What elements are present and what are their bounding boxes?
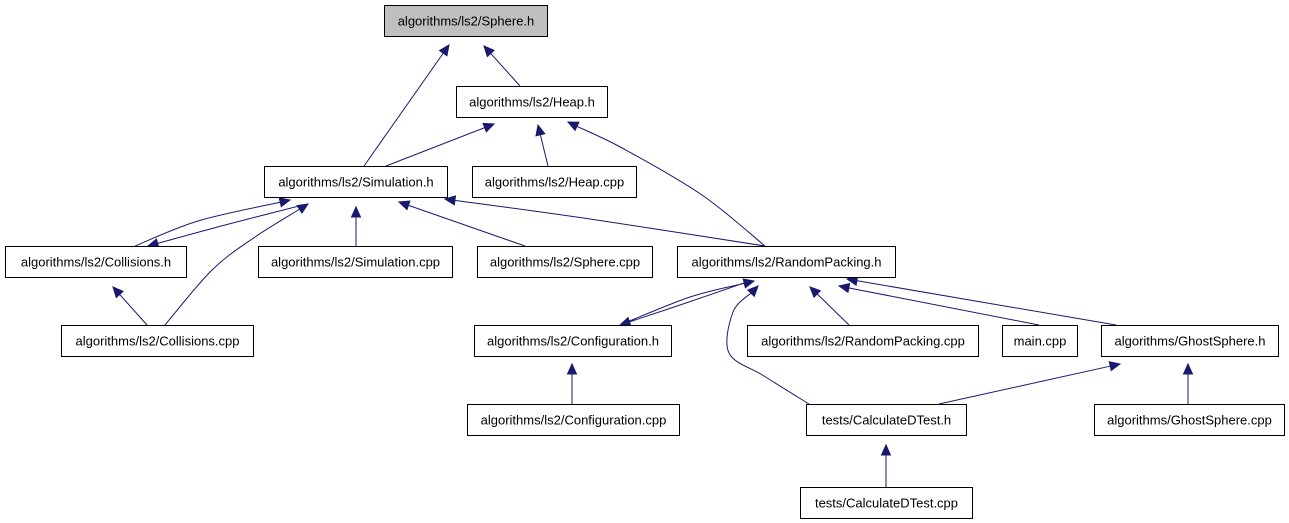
arrowhead-main_cpp-to-randompacking_h	[837, 282, 851, 294]
edge-ghostsphere_h-to-randompacking_h	[855, 280, 1117, 326]
node-calculatedtest-cpp[interactable]: tests/CalculateDTest.cpp	[800, 487, 973, 519]
node-label: algorithms/ls2/Configuration.cpp	[481, 413, 667, 428]
arrowhead-simulation_h-to-heap_h	[482, 122, 496, 133]
arrowhead-collisions_cpp-to-collisions_h	[112, 286, 124, 299]
node-box	[456, 86, 608, 118]
edge-sphere_cpp-to-simulation_h	[407, 204, 526, 247]
node-sphere-h: algorithms/ls2/Sphere.h	[384, 5, 548, 37]
node-label: algorithms/ls2/Simulation.cpp	[271, 255, 440, 270]
edge-randompacking_h-to-simulation_h	[453, 199, 766, 247]
arrowhead-randompacking_h-to-heap_h	[566, 121, 580, 132]
node-main-cpp[interactable]: main.cpp	[1002, 325, 1078, 357]
node-label: tests/CalculateDTest.cpp	[815, 496, 958, 511]
node-configuration-cpp[interactable]: algorithms/ls2/Configuration.cpp	[467, 404, 680, 436]
node-sphere-cpp[interactable]: algorithms/ls2/Sphere.cpp	[477, 246, 653, 278]
node-box	[800, 487, 973, 519]
node-label: algorithms/ls2/RandomPacking.h	[691, 255, 881, 270]
node-box	[384, 5, 548, 37]
node-label: main.cpp	[1014, 334, 1067, 349]
arrowhead-randompacking_h-to-simulation_h	[443, 195, 457, 206]
edges-layer	[112, 44, 1194, 487]
node-box	[474, 325, 672, 357]
node-label: algorithms/ls2/Collisions.h	[21, 255, 171, 270]
node-box	[472, 166, 637, 198]
edge-heap_cpp-to-heap_h	[539, 133, 549, 167]
arrowhead-ghostsphere_cpp-to-ghostsphere_h	[1182, 362, 1194, 375]
arrowhead-calculatedtest_h-to-randompacking_h	[746, 285, 759, 298]
node-label: algorithms/ls2/Heap.cpp	[485, 175, 624, 190]
node-box	[1101, 325, 1279, 357]
node-box	[258, 246, 453, 278]
edge-heap_h-to-sphere_h	[489, 52, 521, 87]
edge-calculatedtest_h-to-ghostsphere_h	[938, 365, 1112, 405]
arrowhead-configuration_cpp-to-configuration_h	[566, 362, 578, 375]
node-label: algorithms/ls2/Collisions.cpp	[75, 334, 239, 349]
node-label: algorithms/ls2/Simulation.h	[278, 175, 433, 190]
arrowhead-sphere_cpp-to-simulation_h	[397, 200, 411, 211]
edge-collisions_cpp-to-collisions_h	[118, 293, 148, 326]
node-box	[677, 246, 896, 278]
node-box	[1002, 325, 1078, 357]
arrowhead-collisions_cpp-to-simulation_h	[296, 203, 310, 215]
node-box	[61, 325, 254, 357]
node-label: algorithms/GhostSphere.h	[1114, 334, 1265, 349]
arrowhead-heap_h-to-sphere_h	[483, 45, 495, 58]
node-collisions-h[interactable]: algorithms/ls2/Collisions.h	[5, 246, 187, 278]
node-randompacking-h[interactable]: algorithms/ls2/RandomPacking.h	[677, 246, 896, 278]
node-label: algorithms/ls2/Sphere.cpp	[490, 255, 640, 270]
node-label: algorithms/ls2/Configuration.h	[487, 334, 659, 349]
node-box	[264, 166, 448, 198]
node-ghostsphere-cpp[interactable]: algorithms/GhostSphere.cpp	[1094, 404, 1285, 436]
node-simulation-h[interactable]: algorithms/ls2/Simulation.h	[264, 166, 448, 198]
arrowhead-calculatedtest_cpp-to-calculatedtest_h	[880, 443, 892, 456]
node-label: algorithms/ls2/Heap.h	[469, 95, 595, 110]
node-box	[747, 325, 979, 357]
node-box	[477, 246, 653, 278]
edge-calculatedtest_h-to-randompacking_h	[726, 292, 810, 405]
edge-collisions_cpp-to-simulation_h	[164, 208, 301, 326]
node-collisions-cpp[interactable]: algorithms/ls2/Collisions.cpp	[61, 325, 254, 357]
node-heap-cpp[interactable]: algorithms/ls2/Heap.cpp	[472, 166, 637, 198]
node-box	[467, 404, 680, 436]
arrowhead-calculatedtest_h-to-ghostsphere_h	[1108, 361, 1122, 372]
node-heap-h[interactable]: algorithms/ls2/Heap.h	[456, 86, 608, 118]
arrowhead-configuration_h-to-randompacking_h	[742, 278, 756, 289]
edge-simulation_h-to-heap_h	[385, 126, 486, 167]
arrowhead-randompacking_cpp-to-randompacking_h	[809, 286, 822, 299]
edge-randompacking_h-to-heap_h	[575, 125, 766, 247]
node-ghostsphere-h[interactable]: algorithms/GhostSphere.h	[1101, 325, 1279, 357]
node-box	[806, 404, 967, 436]
node-label: algorithms/ls2/RandomPacking.cpp	[761, 334, 965, 349]
node-configuration-h[interactable]: algorithms/ls2/Configuration.h	[474, 325, 672, 357]
node-label: algorithms/GhostSphere.cpp	[1107, 413, 1272, 428]
node-label: algorithms/ls2/Sphere.h	[398, 14, 535, 29]
arrowhead-heap_cpp-to-heap_h	[535, 123, 546, 137]
arrowhead-collisions_h-to-simulation_h	[278, 197, 292, 208]
arrowhead-simulation_h-to-sphere_h	[438, 44, 450, 57]
arrowhead-randompacking_h-to-configuration_h	[618, 316, 632, 327]
node-box	[1094, 404, 1285, 436]
edge-simulation_h-to-sphere_h	[363, 52, 445, 167]
edge-configuration_h-to-randompacking_h	[619, 282, 746, 326]
edge-collisions_h-to-simulation_h	[134, 201, 282, 247]
node-box	[5, 246, 187, 278]
node-simulation-cpp[interactable]: algorithms/ls2/Simulation.cpp	[258, 246, 453, 278]
node-label: tests/CalculateDTest.h	[822, 413, 951, 428]
arrowhead-simulation_cpp-to-simulation_h	[350, 205, 362, 218]
nodes-layer: algorithms/ls2/Sphere.h algorithms/ls2/He…	[5, 5, 1285, 519]
edge-simulation_h-to-collisions_h	[156, 204, 304, 245]
edge-randompacking_h-to-configuration_h	[628, 282, 745, 323]
node-randompacking-cpp[interactable]: algorithms/ls2/RandomPacking.cpp	[747, 325, 979, 357]
node-calculatedtest-h[interactable]: tests/CalculateDTest.h	[806, 404, 967, 436]
edge-main_cpp-to-randompacking_h	[847, 287, 1040, 326]
edge-randompacking_cpp-to-randompacking_h	[816, 292, 850, 326]
